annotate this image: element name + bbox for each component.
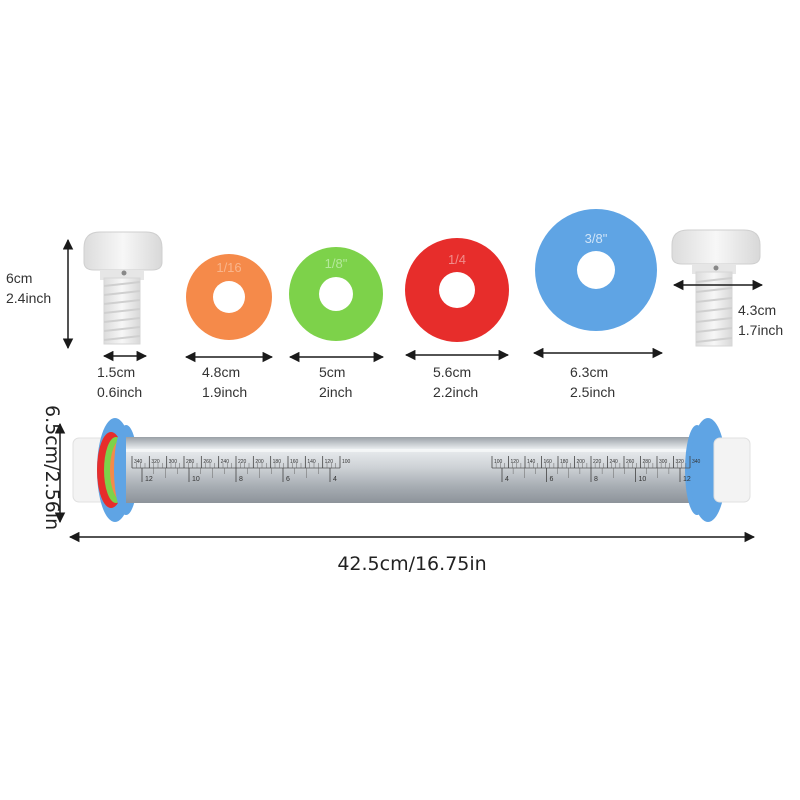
red-thickness-ring: 1/4 [405,238,509,342]
left-scale-top-label: 280 [186,459,195,465]
right-knob-size-inch: 1.7inch [738,322,783,338]
blue-thickness-ring: 3/8" [535,209,657,331]
right-scale-bottom-label: 4 [505,476,509,483]
right-scale-top-label: 200 [577,459,586,465]
green-thickness-ring: 1/8" [289,247,383,341]
right-scale-bottom-label: 8 [594,476,598,483]
green-ring-size-inch: 2inch [319,384,352,400]
orange-ring-size-inch: 1.9inch [202,384,247,400]
green-ring-size: 5cm [319,364,345,380]
left-scale-top-label: 120 [325,459,334,465]
pin-scale-right: 100 120 140 160 180 200 220 240 260 280 300 320 340 4… [491,456,701,483]
right-scale-bottom-label: 12 [683,476,691,483]
left-end-knob [83,231,163,345]
right-scale-bottom-label: 10 [639,476,647,483]
left-scale-bottom-label: 8 [239,476,243,483]
right-scale-top-label: 140 [527,459,536,465]
right-scale-bottom-label: 6 [550,476,554,483]
left-scale-bottom-label: 12 [145,476,153,483]
blue-ring-size-inch: 2.5inch [570,384,615,400]
left-scale-bottom-label: 4 [333,476,337,483]
left-scale-bottom-label: 6 [286,476,290,483]
orange-ring-label: 1/16 [216,260,241,275]
right-scale-top-label: 120 [511,459,520,465]
left-knob-height: 6cm [6,270,32,286]
left-knob-width-inch: 0.6inch [97,384,142,400]
left-scale-top-label: 320 [151,459,160,465]
blue-ring-label: 3/8" [585,231,608,246]
right-knob-size: 4.3cm [738,302,776,318]
left-scale-top-label: 160 [290,459,299,465]
green-ring-label: 1/8" [325,256,348,271]
left-scale-top-label: 180 [273,459,282,465]
pin-length: 42.5cm/16.75in [337,553,486,575]
left-scale-top-label: 140 [307,459,316,465]
orange-ring-size: 4.8cm [202,364,240,380]
left-scale-bottom-label: 10 [192,476,200,483]
right-scale-top-label: 180 [560,459,569,465]
orange-thickness-ring: 1/16 [186,254,272,340]
right-scale-top-label: 320 [676,459,685,465]
left-scale-top-label: 260 [203,459,212,465]
pin-diameter: 6.5cm/2.56in [41,405,63,530]
red-ring-label: 1/4 [448,252,466,267]
left-scale-top-label: 200 [255,459,264,465]
red-ring-size-inch: 2.2inch [433,384,478,400]
red-ring-size: 5.6cm [433,364,471,380]
left-scale-top-label: 240 [221,459,230,465]
right-scale-top-label: 220 [593,459,602,465]
left-knob-height-inch: 2.4inch [6,290,51,306]
left-knob-width: 1.5cm [97,364,135,380]
pin-scale-left: 340 320 300 280 260 240 220 200 180 160 140 120 100 1… [131,456,351,483]
left-scale-top-label: 300 [169,459,178,465]
left-scale-top-label: 340 [134,459,143,465]
left-scale-top-label: 100 [342,459,351,465]
right-scale-top-label: 300 [659,459,668,465]
right-scale-top-label: 340 [692,459,701,465]
left-scale-top-label: 220 [238,459,247,465]
right-scale-top-label: 240 [610,459,619,465]
right-scale-top-label: 160 [544,459,553,465]
right-scale-top-label: 260 [626,459,635,465]
right-scale-top-label: 100 [494,459,503,465]
right-scale-top-label: 280 [643,459,652,465]
blue-ring-size: 6.3cm [570,364,608,380]
